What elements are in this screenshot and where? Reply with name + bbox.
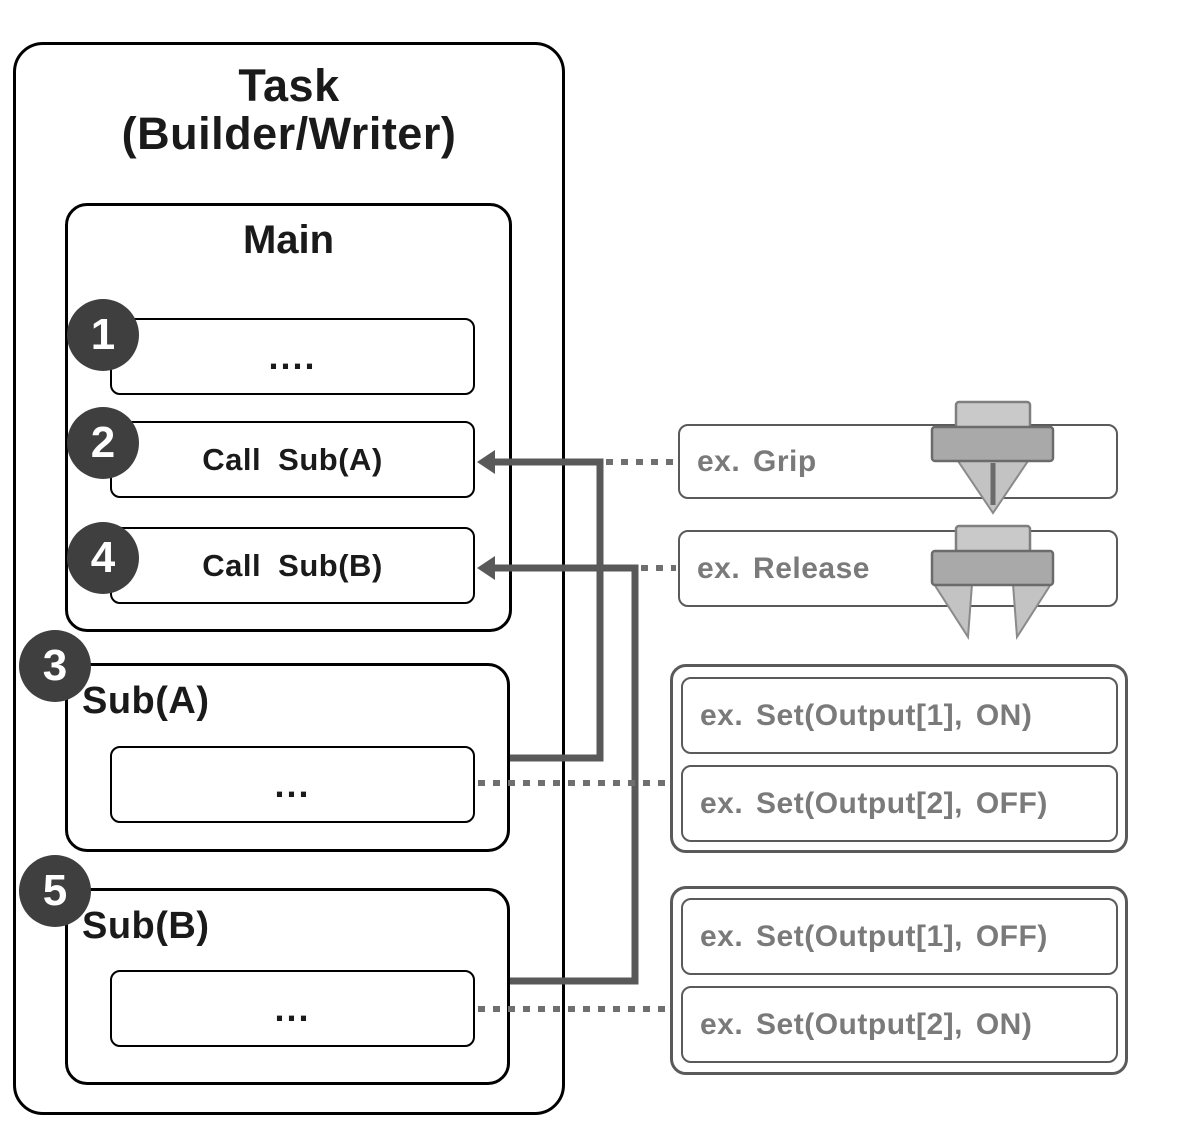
group-a-example-2-label: ex. Set(Output[2], OFF) bbox=[700, 786, 1048, 820]
sub-b-body-box: ... bbox=[110, 970, 475, 1047]
step-badge-1: 1 bbox=[67, 299, 139, 371]
step-badge-3: 3 bbox=[19, 630, 91, 702]
step-badge-2: 2 bbox=[67, 407, 139, 479]
group-a-example-2-box: ex. Set(Output[2], OFF) bbox=[681, 765, 1118, 842]
task-title-line2: (Builder/Writer) bbox=[121, 108, 457, 159]
sub-b-title: Sub(B) bbox=[82, 905, 210, 947]
task-title-line1: Task bbox=[238, 60, 340, 111]
grip-label: ex. Grip bbox=[697, 444, 817, 478]
main-title: Main bbox=[242, 218, 335, 262]
group-b-example-2-label: ex. Set(Output[2], ON) bbox=[700, 1007, 1033, 1041]
grip-annotation-box: ex. Grip bbox=[678, 424, 1118, 499]
step-1-box: .... bbox=[110, 318, 475, 395]
sub-a-body-label: ... bbox=[274, 763, 311, 805]
group-a-example-1-box: ex. Set(Output[1], ON) bbox=[681, 677, 1118, 754]
step-1-label: .... bbox=[268, 335, 317, 377]
step-badge-5: 5 bbox=[19, 855, 91, 927]
group-b-example-1-label: ex. Set(Output[1], OFF) bbox=[700, 919, 1048, 953]
sub-b-body-label: ... bbox=[274, 987, 311, 1029]
task-title: Task (Builder/Writer) bbox=[13, 62, 565, 158]
sub-a-title: Sub(A) bbox=[82, 680, 210, 722]
step-badge-4: 4 bbox=[67, 522, 139, 594]
step-4-call-sub-b-box: Call Sub(B) bbox=[110, 527, 475, 604]
group-b-example-1-box: ex. Set(Output[1], OFF) bbox=[681, 898, 1118, 975]
step-2-label: Call Sub(A) bbox=[202, 441, 383, 477]
release-label: ex. Release bbox=[697, 551, 870, 585]
group-a-example-1-label: ex. Set(Output[1], ON) bbox=[700, 698, 1033, 732]
step-4-label: Call Sub(B) bbox=[202, 547, 383, 583]
group-b-example-2-box: ex. Set(Output[2], ON) bbox=[681, 986, 1118, 1063]
release-annotation-box: ex. Release bbox=[678, 530, 1118, 607]
step-2-call-sub-a-box: Call Sub(A) bbox=[110, 421, 475, 498]
sub-a-body-box: ... bbox=[110, 746, 475, 823]
